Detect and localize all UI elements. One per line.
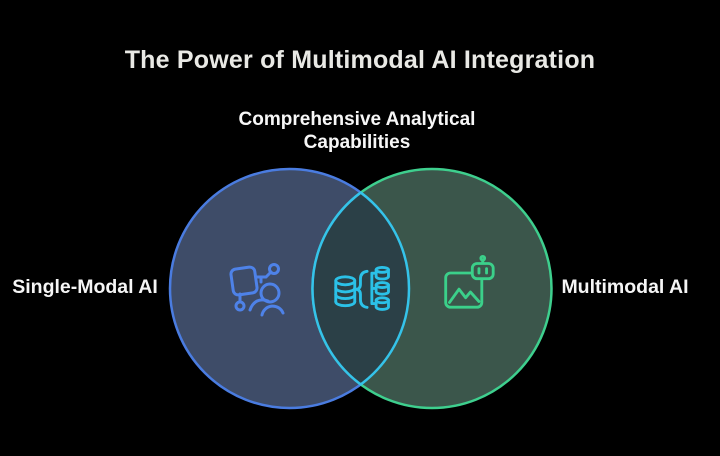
image-robot-icon (444, 254, 495, 309)
overlap-caption-line1: Comprehensive Analytical (238, 109, 476, 130)
overlap-caption: Comprehensive Analytical Capabilities (217, 108, 497, 154)
left-circle-label: Single-Modal AI (12, 276, 158, 298)
page-title: The Power of Multimodal AI Integration (124, 46, 596, 74)
human-machine-icon (229, 263, 285, 317)
overlap-lens (311, 191, 411, 386)
overlap-caption-line2: Capabilities (303, 132, 411, 153)
data-transform-icon (334, 265, 390, 311)
right-circle-label: Multimodal AI (561, 276, 689, 298)
